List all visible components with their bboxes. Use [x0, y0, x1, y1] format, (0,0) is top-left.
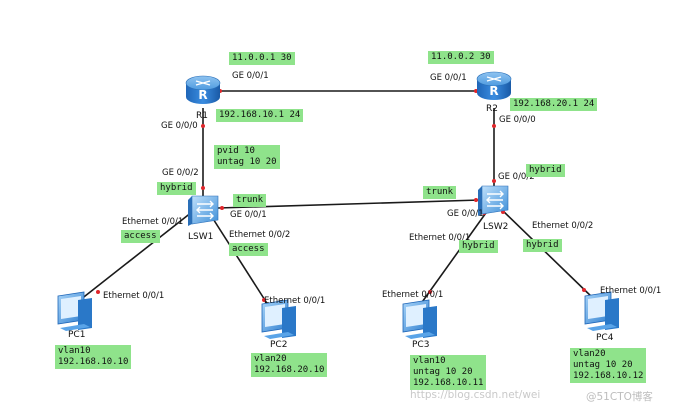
note-pc4-config: vlan20 untag 10 20 192.168.10.12: [570, 348, 647, 383]
svg-text:R: R: [489, 84, 498, 98]
port-label-pc3-eth: Ethernet 0/0/1: [382, 290, 444, 300]
port-label-lsw2-ge002: GE 0/0/2: [498, 172, 535, 182]
watermark-url: https://blog.csdn.net/wei: [410, 389, 541, 401]
link-lsw2-pc4: [499, 207, 596, 301]
router-r1-label: R1: [196, 111, 208, 121]
port-dot: [262, 298, 266, 302]
pc4-icon[interactable]: [584, 291, 619, 331]
switch-lsw2-label: LSW2: [483, 222, 509, 232]
port-label-r2-ge001: GE 0/0/1: [430, 73, 467, 83]
port-label-pc4-eth: Ethernet 0/0/1: [600, 286, 662, 296]
switch-lsw2-icon[interactable]: [478, 185, 509, 216]
pc4-label: PC4: [596, 333, 614, 343]
note-pc2-config: vlan20 192.168.20.10: [251, 353, 328, 377]
note-r2-lan-ip: 192.168.20.1 24: [510, 98, 598, 111]
note-access-pc1: access: [121, 230, 160, 243]
note-hybrid-pc3: hybrid: [459, 240, 498, 253]
port-label-lsw1-ge001: GE 0/0/1: [230, 210, 267, 220]
watermark-brand: @51CTO博客: [586, 391, 653, 403]
port-dot: [492, 179, 496, 183]
note-access-pc2: access: [229, 243, 268, 256]
switch-lsw1-icon[interactable]: [188, 195, 219, 226]
switch-lsw1-label: LSW1: [188, 232, 214, 242]
port-label-r2-ge000: GE 0/0/0: [499, 115, 536, 125]
port-label-lsw1-eth002: Ethernet 0/0/2: [229, 230, 291, 240]
port-label-pc2-eth: Ethernet 0/0/1: [264, 296, 326, 306]
port-dot: [220, 206, 224, 210]
svg-text:R: R: [198, 88, 207, 102]
note-pc3-config: vlan10 untag 10 20 192.168.10.11: [410, 355, 487, 390]
port-label-lsw1-eth001: Ethernet 0/0/1: [122, 217, 184, 227]
note-lsw2-hybrid: hybrid: [526, 164, 565, 177]
note-trunk-lsw2: trunk: [423, 186, 457, 199]
port-dot: [428, 290, 432, 294]
pc3-icon[interactable]: [402, 299, 437, 339]
port-dot: [201, 124, 205, 128]
note-trunk-lsw1: trunk: [233, 194, 267, 207]
port-label-lsw2-eth002: Ethernet 0/0/2: [532, 221, 594, 231]
pc2-icon[interactable]: [261, 299, 296, 339]
pc1-label: PC1: [68, 330, 86, 340]
port-label-r1-ge001: GE 0/0/1: [232, 71, 269, 81]
note-pc1-config: vlan10 192.168.10.10: [55, 345, 132, 369]
link-lsw1-pc1: [79, 211, 193, 301]
note-lsw1-pvid: pvid 10 untag 10 20: [214, 145, 280, 169]
pc1-icon[interactable]: [57, 291, 92, 331]
port-label-lsw1-ge002: GE 0/0/2: [162, 168, 199, 178]
port-dot: [492, 124, 496, 128]
note-r2-wan-ip: 11.0.0.2 30: [428, 51, 494, 64]
port-dot: [474, 198, 478, 202]
pc3-label: PC3: [412, 340, 430, 350]
port-dot: [96, 290, 100, 294]
port-label-pc1-eth: Ethernet 0/0/1: [103, 291, 165, 301]
port-label-lsw2-eth001: Ethernet 0/0/1: [409, 233, 471, 243]
router-r2-icon[interactable]: R: [476, 71, 512, 100]
port-dot: [582, 288, 586, 292]
note-lsw1-hybrid: hybrid: [157, 182, 196, 195]
link-lsw2-pc3: [419, 209, 489, 306]
note-hybrid-pc4: hybrid: [523, 239, 562, 252]
pc2-label: PC2: [270, 340, 288, 350]
port-dot: [201, 186, 205, 190]
router-r2-label: R2: [486, 104, 498, 114]
port-label-r1-ge000: GE 0/0/0: [161, 121, 198, 131]
note-r1-wan-ip: 11.0.0.1 30: [229, 52, 295, 65]
router-r1-icon[interactable]: R: [185, 75, 221, 104]
port-label-lsw2-ge001: GE 0/0/1: [447, 209, 484, 219]
link-lsw1-pc2: [209, 213, 271, 309]
note-r1-lan-ip: 192.168.10.1 24: [216, 109, 304, 122]
